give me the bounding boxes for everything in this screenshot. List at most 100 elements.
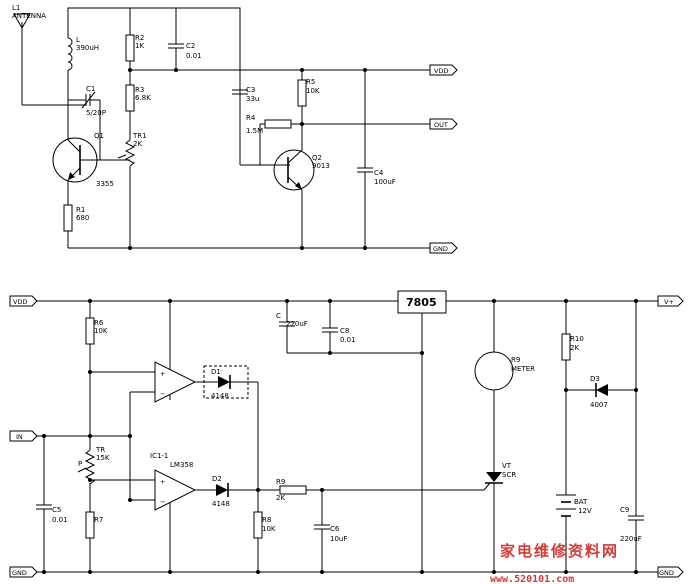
R3-ref: R3 xyxy=(135,86,144,94)
svg-text:+: + xyxy=(160,478,165,486)
watermark: 家电维修资料网 www.520101.com xyxy=(490,542,619,584)
IC-ref: IC1-1 xyxy=(150,452,168,460)
bat-value: 12V xyxy=(578,507,592,515)
L-value: 390uH xyxy=(76,44,99,52)
resistor-R4 xyxy=(259,119,430,165)
meter-ref: R9 xyxy=(511,356,520,364)
R9-ref: R9 xyxy=(276,478,285,486)
capacitor-C8 xyxy=(322,301,338,353)
R5-value: 10K xyxy=(306,87,320,95)
resistor-R10 xyxy=(561,301,571,495)
watermark-cn: 家电维修资料网 xyxy=(500,542,619,560)
L-ref: L xyxy=(76,36,80,44)
capacitor-C6 xyxy=(314,490,330,572)
R2-ref: R2 xyxy=(135,34,144,42)
opamp-lower: + − xyxy=(90,469,216,572)
svg-text:GND: GND xyxy=(659,569,674,577)
C4-ref: C4 xyxy=(374,169,384,177)
capacitor-C1 xyxy=(68,91,101,115)
antenna-symbol xyxy=(13,13,85,106)
transistor-Q1 xyxy=(52,115,130,200)
R10-ref: R10 xyxy=(570,335,584,343)
out-terminal: OUT xyxy=(429,118,458,130)
svg-text:VDD: VDD xyxy=(434,67,448,75)
C8-ref: C8 xyxy=(340,327,349,335)
svg-text:V+: V+ xyxy=(664,298,674,306)
R8-value: 10K xyxy=(262,525,276,533)
inductor-L xyxy=(67,30,73,125)
R4-ref: R4 xyxy=(246,114,256,122)
Q1-ref: Q1 xyxy=(94,132,104,140)
C4-value: 100uF xyxy=(374,178,396,186)
TR1-value: 2K xyxy=(133,140,142,148)
scr-ref: VT xyxy=(502,462,512,470)
gnd-terminal-bottom-left: GND xyxy=(9,566,38,578)
C2-ref: C2 xyxy=(186,42,195,50)
bat-ref: BAT xyxy=(574,498,588,506)
R4-value: 1.5M xyxy=(246,127,263,135)
antenna-label: ANTENNA xyxy=(12,12,46,20)
resistor-R6 xyxy=(85,301,95,450)
R5-ref: R5 xyxy=(306,78,315,86)
transistor-Q2 xyxy=(273,149,315,248)
svg-text:GND: GND xyxy=(12,569,27,577)
svg-text:GND: GND xyxy=(433,245,448,253)
antenna-ref: L1 xyxy=(12,4,20,12)
C3-ref: C3 xyxy=(246,86,255,94)
capacitor-C3 xyxy=(232,89,290,166)
C3-value: 33u xyxy=(246,95,259,103)
Q2-value: 9013 xyxy=(312,162,330,170)
scr-VT xyxy=(483,472,503,572)
TR-ref: TR xyxy=(95,446,105,454)
capacitor-C9 xyxy=(628,301,644,572)
svg-text:VDD: VDD xyxy=(13,298,27,306)
D3-value: 4007 xyxy=(590,401,608,409)
C5-ref: C5 xyxy=(52,506,61,514)
R6-value: 10K xyxy=(94,327,108,335)
diode-D2 xyxy=(216,483,280,497)
R7-ref: R7 xyxy=(94,516,103,524)
C1-ref: C1 xyxy=(86,85,95,93)
resistor-R1 xyxy=(63,200,73,248)
potentiometer-TR1 xyxy=(117,139,136,248)
resistor-R8 xyxy=(253,490,263,572)
in-terminal: IN xyxy=(9,430,38,442)
C9-value: 220uF xyxy=(620,535,642,543)
TR-value: 15K xyxy=(96,454,110,462)
D2-value: 4148 xyxy=(212,500,230,508)
resistor-R5 xyxy=(297,70,307,150)
R1-ref: R1 xyxy=(76,206,85,214)
C5-value: 0.01 xyxy=(52,516,68,524)
watermark-url: www.520101.com xyxy=(490,574,574,584)
alarm-circuit: VDD 7805 V+ R6 10K xyxy=(9,290,684,578)
R6-ref: R6 xyxy=(94,319,104,327)
vdd-terminal-bottom: VDD xyxy=(9,295,38,307)
C2-value: 0.01 xyxy=(186,52,202,60)
TR-wiper-label: P xyxy=(78,460,82,468)
D2-ref: D2 xyxy=(212,475,222,483)
meter xyxy=(474,301,514,472)
vdd-terminal-top: VDD xyxy=(429,64,458,76)
diode-D1 xyxy=(203,365,259,490)
C-ref: C xyxy=(276,312,281,320)
opamp-upper: + − xyxy=(90,301,218,500)
diode-D3 xyxy=(566,383,636,397)
R9-value: 2K xyxy=(276,494,285,502)
vplus-terminal: V+ xyxy=(657,295,684,307)
svg-text:+: + xyxy=(160,370,165,378)
R10-value: 2K xyxy=(570,344,579,352)
R3-value: 6.8K xyxy=(135,94,151,102)
D1-value: 4148 xyxy=(211,392,229,400)
C6-ref: C6 xyxy=(330,525,340,533)
C8-value: 0.01 xyxy=(340,336,356,344)
gnd-terminal-top: GND xyxy=(429,242,458,254)
Q1-value: 3355 xyxy=(96,180,114,188)
receiver-circuit: L1 ANTENNA L 390uH C1 5/20P xyxy=(12,4,458,254)
svg-text:OUT: OUT xyxy=(434,121,448,129)
resistor-R7 xyxy=(85,511,95,572)
D3-ref: D3 xyxy=(590,375,600,383)
battery-BAT xyxy=(556,494,576,572)
resistor-R9 xyxy=(279,485,484,495)
capacitor-C2 xyxy=(168,40,184,70)
